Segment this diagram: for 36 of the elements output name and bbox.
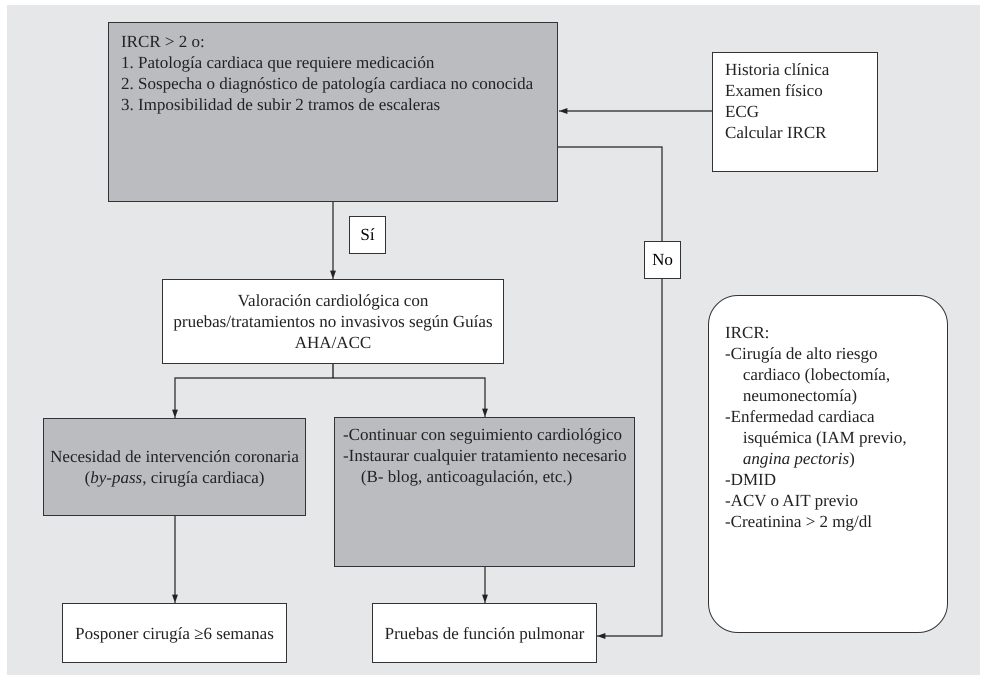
node-text: -Continuar con seguimiento cardiológico xyxy=(343,424,624,445)
criteria-box xyxy=(108,22,558,202)
assessment-box xyxy=(712,52,878,172)
node-text: -Enfermedad cardiaca isquémica (IAM previo, angina pectoris) xyxy=(725,406,908,469)
node-text: 1. Patología cardiaca que requiere medicación xyxy=(121,52,436,73)
arrow xyxy=(559,108,712,114)
process-box xyxy=(334,417,635,567)
node-text: -Creatinina > 2 mg/dl xyxy=(725,511,873,532)
outcome-box xyxy=(372,603,597,663)
node-text: Pruebas de función pulmonar xyxy=(384,622,586,644)
node-text: 3. Imposibilidad de subir 2 tramos de escaleras xyxy=(121,94,442,115)
node-text: 2. Sospecha o diagnóstico de patología cardiaca no conocida xyxy=(121,73,534,94)
node-text: -Cirugía de alto riesgo cardiaco (lobectomía, neumonectomía) xyxy=(725,343,892,406)
node-text: Historia clínica xyxy=(725,59,830,80)
arrow xyxy=(172,516,178,603)
process-box xyxy=(43,418,306,516)
node-text: Posponer cirugía ≥6 semanas xyxy=(74,622,275,644)
arrow xyxy=(330,202,336,279)
node-text: Examen físico xyxy=(725,80,824,101)
arrow xyxy=(332,364,488,417)
edge-label: No xyxy=(644,241,681,279)
node-text: IRCR: xyxy=(725,322,770,343)
node-text: -DMID xyxy=(725,469,777,490)
node-text: Necesidad de intervención coronaria (by-pass, cirugía cardiaca) xyxy=(49,446,300,488)
arrow xyxy=(482,567,488,603)
node-text: Valoración cardiológica con pruebas/tratamientos no invasivos según Guías AHA/ACC xyxy=(172,290,494,353)
node-text: -Instaurar cualquier tratamiento necesario (B- blog, anticoagulación, etc.) xyxy=(343,445,628,487)
arrow xyxy=(558,146,663,639)
outcome-box xyxy=(62,603,287,663)
note-box xyxy=(708,295,948,633)
process-box xyxy=(162,279,504,364)
node-text: ECG xyxy=(725,101,760,122)
node-text: Calcular IRCR xyxy=(725,122,828,143)
edge-label: Sí xyxy=(349,216,386,254)
node-text: IRCR > 2 o: xyxy=(121,31,206,52)
node-text: -ACV o AIT previo xyxy=(725,490,860,511)
